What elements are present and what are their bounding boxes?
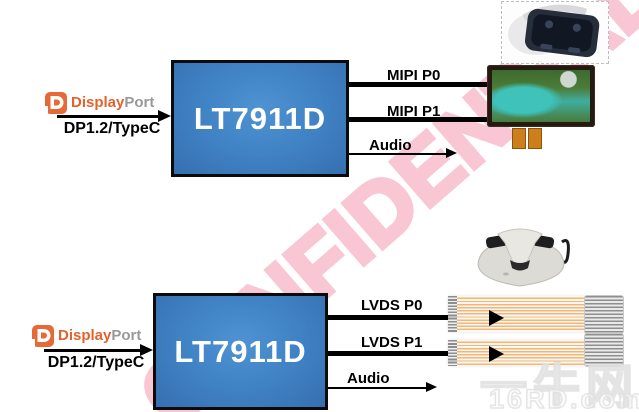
ar-headset-top-photo: [466, 216, 574, 292]
mipi-p1-label: MIPI P1: [387, 103, 441, 120]
dp-input-line: [57, 115, 160, 118]
ffc-connector-p0-photo: [584, 295, 624, 334]
dp-input-line-bottom: [44, 349, 142, 352]
lvds-p0-label: LVDS P0: [361, 297, 423, 314]
lvds-p1-line: [322, 351, 490, 356]
lcd-flex-tab-1: [512, 128, 526, 149]
lt7911d-chip-block-bottom: LT7911D: [153, 293, 328, 410]
audio-bottom-arrowhead-icon: [426, 382, 437, 392]
lvds-p1-arrowhead-icon: [489, 346, 504, 362]
dp-input-label-bottom: DP1.2/TypeC: [47, 354, 145, 371]
dp-input-arrowhead-icon-bottom: [140, 344, 153, 356]
ribbon-contact-tip: [448, 340, 457, 366]
audio-bottom-label: Audio: [347, 370, 390, 387]
lcd-panel-photo: [487, 65, 595, 127]
audio-bottom-line: [322, 387, 427, 389]
displayport-logo-icon: [45, 92, 67, 114]
mipi-p0-label: MIPI P0: [387, 67, 441, 84]
displayport-brand-port: Port: [111, 327, 142, 344]
site-name-watermark: 一牛网: [479, 359, 639, 412]
lcd-flex-tab-2: [528, 128, 542, 149]
vr-headset-photo: [501, 1, 609, 64]
dp-input-arrowhead-icon: [158, 110, 171, 122]
displayport-logo-icon-bottom: [32, 325, 54, 347]
ffc-ribbon-cable-p1-photo: [448, 340, 585, 366]
lvds-p0-arrowhead-icon: [489, 310, 504, 326]
displayport-brand: DisplayPort: [71, 94, 154, 111]
mipi-p0-line: [346, 82, 490, 87]
lt7911d-chip-block-top: LT7911D: [171, 60, 349, 177]
lvds-p0-line: [322, 315, 490, 320]
lcd-panel-picture: [492, 70, 590, 122]
ribbon-contact-tip: [448, 296, 457, 332]
lvds-p1-label: LVDS P1: [361, 334, 423, 351]
mipi-p1-line: [346, 117, 490, 122]
audio-top-arrowhead-icon: [446, 148, 457, 158]
audio-top-label: Audio: [369, 137, 412, 154]
displayport-brand-display: Display: [58, 327, 112, 344]
displayport-brand-display: Display: [71, 94, 125, 111]
displayport-brand-port: Port: [124, 94, 155, 111]
audio-top-line: [346, 153, 447, 155]
ffc-connector-p1-photo: [584, 333, 624, 367]
ffc-ribbon-cable-p0-photo: [448, 296, 585, 332]
displayport-brand-bottom: DisplayPort: [58, 327, 141, 344]
dp-input-label: DP1.2/TypeC: [63, 120, 161, 137]
site-domain-watermark: 16RD.com: [488, 383, 639, 412]
